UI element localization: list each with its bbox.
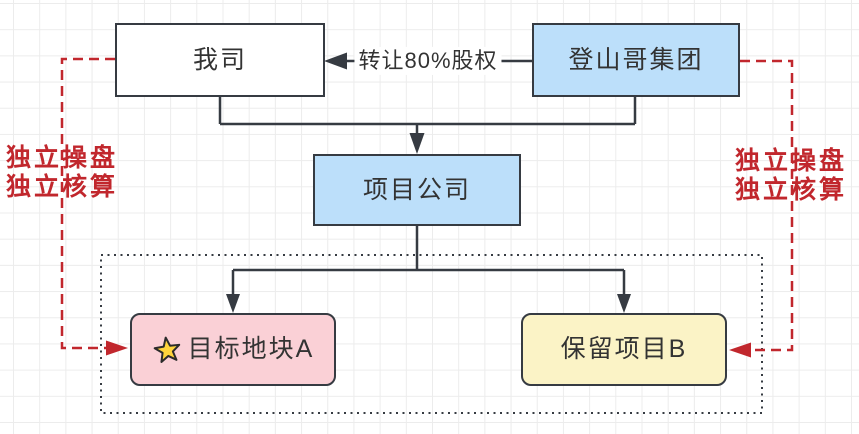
node-our-company[interactable]: 我司 xyxy=(115,23,325,97)
transfer-equity-edge-label[interactable]: 转让80%股权 xyxy=(354,46,502,76)
star-icon xyxy=(153,336,180,363)
node-reserved-project-b-label: 保留项目B xyxy=(560,335,688,363)
annotation-right[interactable]: 独立操盘 独立核算 xyxy=(735,147,847,205)
node-target-plot-a-label: 目标地块A xyxy=(187,335,315,363)
node-reserved-project-b[interactable]: 保留项目B xyxy=(521,313,727,386)
node-project-company-label: 项目公司 xyxy=(362,175,471,204)
node-our-company-label: 我司 xyxy=(192,45,247,74)
red-arrowhead-right-icon xyxy=(106,340,128,356)
annotation-left-line1: 独立操盘 xyxy=(6,144,119,172)
red-arrowhead-left-icon xyxy=(729,342,751,358)
annotation-right-line1: 独立操盘 xyxy=(735,147,848,175)
edge-parents-to-project-company xyxy=(218,97,637,150)
annotation-left[interactable]: 独立操盘 独立核算 xyxy=(6,144,118,202)
arrowhead-down-plot-a-icon xyxy=(226,294,240,313)
red-dashed-link-right xyxy=(740,59,794,352)
arrowhead-down-project-b-icon xyxy=(617,294,631,313)
annotation-left-line2: 独立核算 xyxy=(6,173,119,201)
node-group[interactable]: 登山哥集团 xyxy=(532,23,740,97)
arrowhead-down-project-company-icon xyxy=(409,133,425,154)
edge-project-company-to-children xyxy=(231,226,626,308)
node-project-company[interactable]: 项目公司 xyxy=(313,154,521,226)
red-dashed-link-left xyxy=(60,57,115,350)
annotation-right-line2: 独立核算 xyxy=(735,176,848,204)
node-target-plot-a[interactable]: 目标地块A xyxy=(130,313,336,386)
node-group-label: 登山哥集团 xyxy=(568,45,704,74)
edge-transfer-arrowhead-left-icon xyxy=(324,52,347,70)
